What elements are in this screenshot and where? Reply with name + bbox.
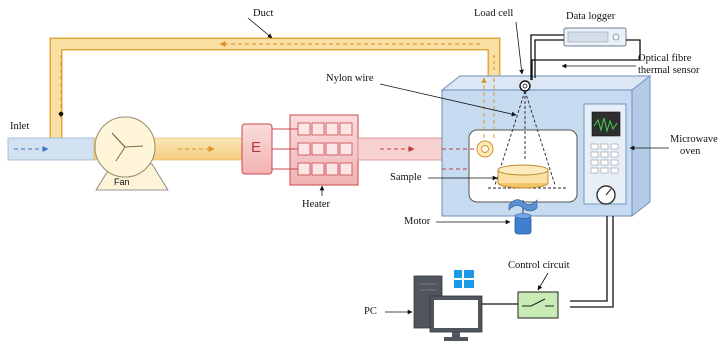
switch-icon <box>522 298 554 307</box>
motor-label: Motor <box>404 216 431 227</box>
motor-icon <box>508 199 538 235</box>
outlet-fitting <box>476 140 494 158</box>
control-circuit <box>517 291 559 319</box>
nylon-wire-label: Nylon wire <box>326 73 374 84</box>
gauge-icon <box>596 185 616 205</box>
keypad <box>590 143 619 174</box>
fan-label: Fan <box>114 177 130 187</box>
load-cell-label: Load cell <box>474 8 514 19</box>
label-leaders <box>247 17 669 315</box>
sample-label: Sample <box>390 172 422 183</box>
control-circuit-label: Control circuit <box>508 260 570 271</box>
heater-elements <box>297 122 353 176</box>
heater-box-letter: E <box>251 139 262 156</box>
windows-logo-icon <box>454 270 474 288</box>
optical-fibre-label-line1: Optical fibre <box>638 53 692 64</box>
load-cell-icon <box>519 80 531 92</box>
microwave-label-line2: oven <box>680 146 701 157</box>
wires <box>482 34 641 308</box>
oscilloscope-icon <box>591 111 621 137</box>
optical-fibre-label-line2: thermal sensor <box>638 65 700 76</box>
fan-icon <box>111 132 144 162</box>
microwave-oven <box>440 75 652 217</box>
data-logger-icon <box>563 27 627 47</box>
pc-label: PC <box>364 306 377 317</box>
sample <box>497 164 549 189</box>
duct-label: Duct <box>253 8 274 19</box>
pc <box>413 270 483 341</box>
heater-assembly <box>241 114 443 186</box>
inlet-duct <box>7 137 95 161</box>
microwave-label-line1: Microwave <box>670 134 718 145</box>
fan <box>94 116 169 191</box>
inlet-label: Inlet <box>10 121 30 132</box>
heater-label: Heater <box>302 199 330 210</box>
data-logger-label: Data logger <box>566 11 616 22</box>
monitor-icon <box>429 295 483 341</box>
